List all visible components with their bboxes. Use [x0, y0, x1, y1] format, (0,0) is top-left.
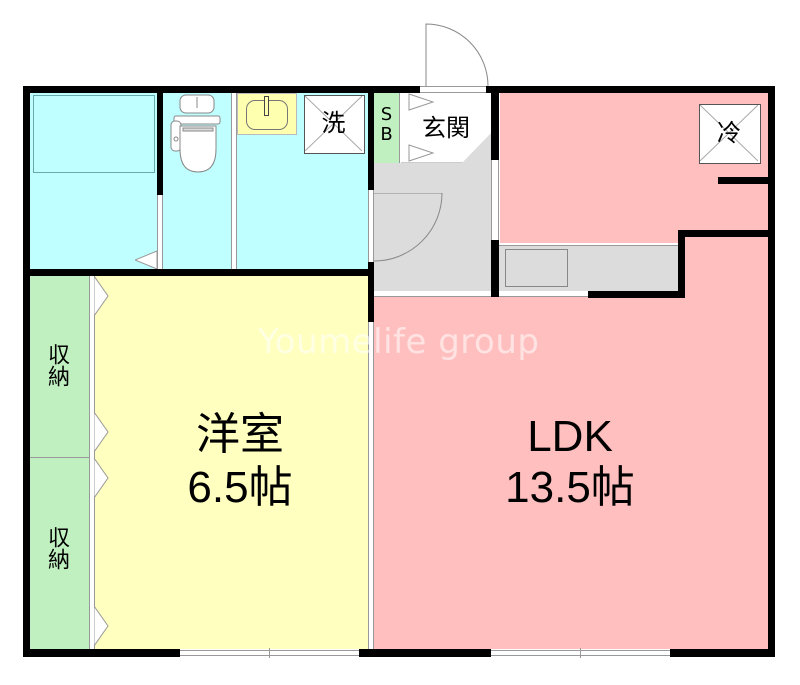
ldk-door-gap [491, 160, 499, 240]
ldk-room-lower [374, 297, 768, 649]
closet-lower: 収納 [30, 458, 89, 649]
fridge-label: 冷 [717, 119, 741, 147]
hallway-bottom-strip [374, 291, 494, 297]
kitchen-counter [498, 245, 678, 291]
bathtub [33, 95, 155, 173]
western-room [94, 276, 368, 649]
watermark: Youmelife group [258, 322, 540, 362]
ldk-room-right [684, 230, 768, 300]
shoe-box-label: SB [380, 104, 393, 145]
hallway [374, 163, 494, 291]
wall-bath-toilet [157, 93, 163, 195]
wall-wet-hall-upper [368, 93, 374, 190]
toilet-icon [170, 94, 225, 174]
washroom-door-gap [368, 190, 374, 262]
wall-hall-ldk-upper [491, 93, 499, 160]
wall-western-ldk [368, 276, 374, 322]
window-western-room[interactable] [180, 648, 359, 658]
outer-wall-bottom-2 [359, 649, 491, 657]
western-room-name: 洋室 [196, 410, 284, 459]
outer-wall-right [768, 86, 775, 657]
window-ldk[interactable] [491, 648, 670, 658]
washer-space: 洗 [304, 95, 365, 154]
wall-kitchen-top [678, 230, 770, 237]
front-door-swing-icon[interactable] [424, 22, 490, 88]
front-door-gap [420, 86, 486, 93]
closet-upper: 収納 [30, 276, 89, 458]
washroom-door-swing-icon[interactable] [374, 193, 446, 265]
vanity-counter [237, 93, 297, 135]
wall-kitchen-right [678, 230, 685, 298]
wall-wet-hall-lower [368, 262, 374, 276]
kitchen-sink-icon [505, 249, 568, 287]
closet-lower-label: 収納 [44, 526, 69, 570]
outer-wall-bottom-1 [23, 649, 180, 657]
fridge-space: 冷 [699, 104, 761, 164]
outer-wall-left [23, 86, 30, 657]
faucet-icon [264, 96, 269, 116]
ldk-room-name: LDK [527, 412, 613, 461]
outer-wall-bottom-3 [670, 649, 775, 657]
entrance-label: 玄関 [422, 114, 470, 142]
ldk-room-size: 13.5帖 [505, 463, 635, 512]
outer-wall-top-right [486, 86, 775, 93]
closet-upper-label: 収納 [44, 343, 69, 387]
wall-fridge-stub [718, 177, 770, 184]
western-room-size: 6.5帖 [187, 463, 293, 512]
wall-hall-ldk-lower [491, 240, 499, 297]
bath-door-icon [135, 250, 158, 270]
outer-wall-top-left [23, 86, 420, 93]
wall-wet-bottom [23, 269, 374, 276]
kitchen-counter-edge [498, 291, 588, 297]
wall-kitchen-bottom [588, 291, 684, 298]
closet-door-icons [94, 276, 109, 647]
toilet-divider [231, 93, 237, 270]
washer-label: 洗 [321, 109, 346, 137]
bath-door-gap [157, 195, 163, 270]
wall-western-ldk-partition [368, 322, 374, 649]
shoe-box: SB [373, 93, 400, 163]
